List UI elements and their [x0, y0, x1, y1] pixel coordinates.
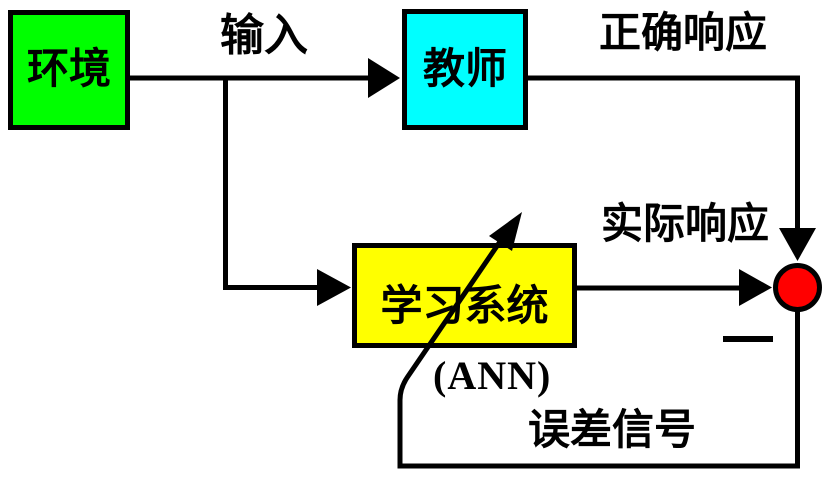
- correct-response-label: 正确响应: [599, 11, 768, 57]
- minus-sign-icon: [723, 336, 773, 342]
- arrowhead-into-teacher-icon: [368, 58, 400, 98]
- arrowhead-into-comparator-top-icon: [779, 228, 816, 261]
- error-signal-label: 误差信号: [528, 408, 697, 454]
- actual-response-label: 实际响应: [601, 202, 770, 248]
- input-label: 输入: [220, 11, 308, 60]
- edge-input-branch: [223, 78, 320, 290]
- environment-box: 环境: [8, 10, 130, 130]
- ann-sublabel: (ANN): [433, 353, 552, 398]
- arrowhead-into-comparator-left-icon: [739, 269, 772, 306]
- teacher-box: 教师: [402, 9, 528, 130]
- learning-system-label: 学习系统: [380, 283, 549, 330]
- arrowhead-into-learning-icon: [317, 269, 351, 306]
- learning-system-box: 学习系统: [352, 243, 577, 348]
- teacher-label: 教师: [422, 46, 507, 93]
- comparator-node: [773, 263, 822, 312]
- environment-label: 环境: [26, 47, 111, 93]
